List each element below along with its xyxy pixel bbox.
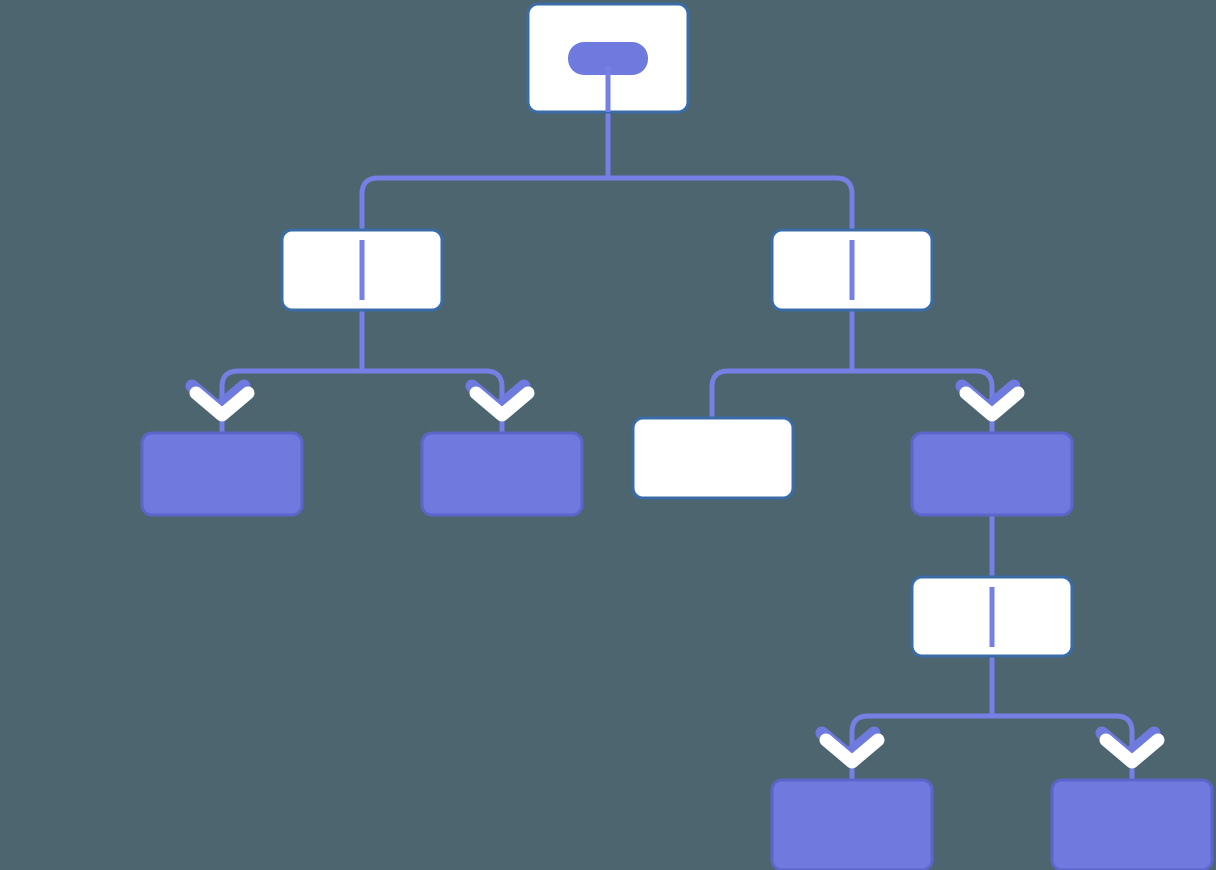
node-layer xyxy=(140,2,1214,870)
edge-level1-right-to-node-c xyxy=(709,368,852,418)
node-surface-white[interactable] xyxy=(631,416,795,500)
edge-root-to-level1-left xyxy=(359,175,608,230)
level2-node-a[interactable] xyxy=(140,431,304,517)
edge-level3-to-node-b xyxy=(992,713,1135,780)
double-chevron-down-icon xyxy=(185,379,255,422)
arrowhead-layer xyxy=(185,379,1165,769)
chevron-head xyxy=(959,386,1025,422)
chevron-head xyxy=(1099,733,1165,769)
node-pill-badge xyxy=(568,42,648,75)
chevron-head xyxy=(189,386,255,422)
level1-left-node[interactable] xyxy=(280,228,444,312)
level4-node-a[interactable] xyxy=(770,778,934,870)
edge-layer xyxy=(219,112,1135,780)
edge-level1-right-to-node-d xyxy=(852,368,995,433)
node-surface-filled[interactable] xyxy=(1050,778,1214,870)
node-surface-filled[interactable] xyxy=(140,431,304,517)
root-node[interactable] xyxy=(526,2,690,114)
chevron-head xyxy=(819,733,885,769)
double-chevron-down-icon xyxy=(815,726,885,769)
level2-node-d[interactable] xyxy=(910,431,1074,517)
node-surface-filled[interactable] xyxy=(910,431,1074,517)
double-chevron-down-icon xyxy=(955,379,1025,422)
level3-node[interactable] xyxy=(910,575,1074,658)
level2-node-c[interactable] xyxy=(631,416,795,500)
edge-level1-left-to-node-a xyxy=(219,368,362,433)
edge-level1-left-to-node-b xyxy=(362,368,505,433)
edge-root-to-level1-right xyxy=(608,175,855,230)
level1-right-node[interactable] xyxy=(770,228,934,312)
edge-level3-to-node-a xyxy=(849,713,992,780)
double-chevron-down-icon xyxy=(1095,726,1165,769)
level2-node-b[interactable] xyxy=(420,431,584,517)
chevron-head xyxy=(469,386,535,422)
node-surface-filled[interactable] xyxy=(770,778,934,870)
node-surface-filled[interactable] xyxy=(420,431,584,517)
level4-node-b[interactable] xyxy=(1050,778,1214,870)
double-chevron-down-icon xyxy=(465,379,535,422)
